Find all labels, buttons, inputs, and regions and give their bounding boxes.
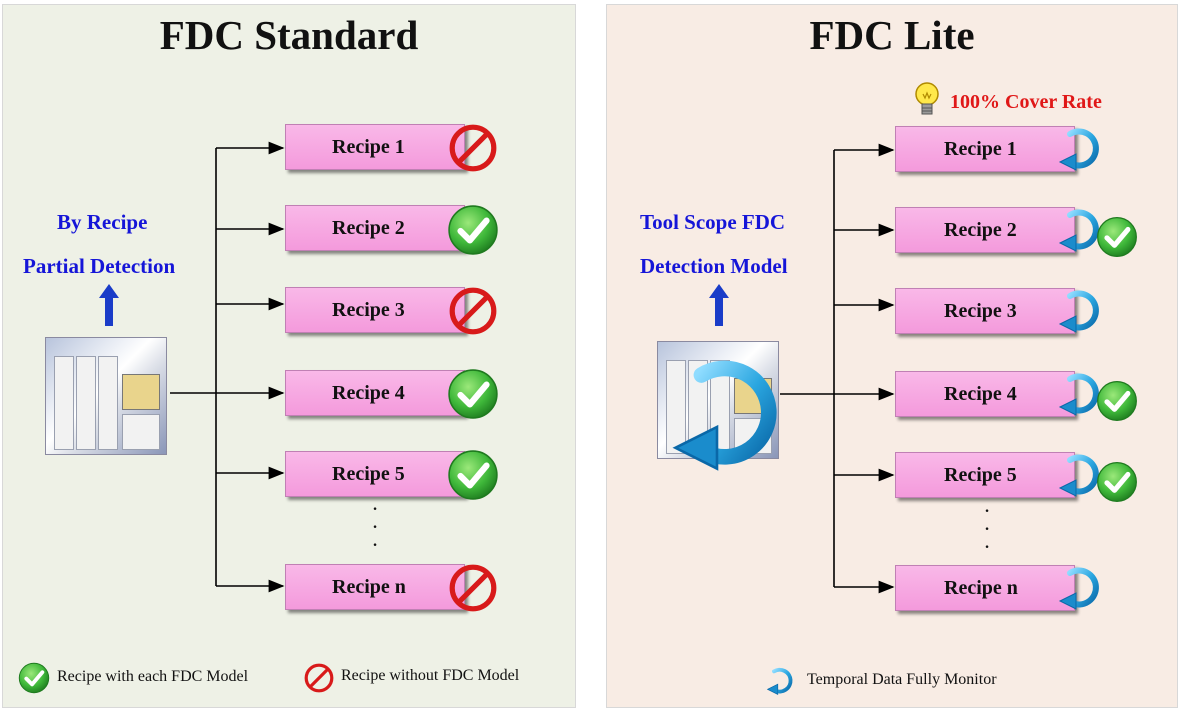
partial-detection-label: Partial Detection bbox=[23, 254, 176, 278]
check-icon bbox=[447, 449, 499, 501]
recipe-box: Recipe 1 bbox=[285, 124, 465, 170]
recipe-box: Recipe 4 bbox=[285, 370, 465, 416]
check-icon bbox=[447, 368, 499, 420]
check-icon bbox=[1096, 380, 1138, 422]
recipe-box: Recipe 1 bbox=[895, 126, 1075, 172]
recipe-box: Recipe 5 bbox=[285, 451, 465, 497]
more-recipes-dots: ··· bbox=[371, 496, 379, 557]
cover-rate-label: 100% Cover Rate bbox=[950, 91, 1102, 113]
prohibit-icon bbox=[447, 562, 499, 614]
recipe-box: Recipe 4 bbox=[895, 371, 1075, 417]
up-arrow-icon bbox=[99, 284, 119, 326]
check-icon bbox=[1096, 461, 1138, 503]
cycle-arrow-icon bbox=[765, 665, 797, 697]
by-recipe-label: By Recipe bbox=[57, 210, 148, 234]
recipe-box: Recipe n bbox=[285, 564, 465, 610]
cycle-arrow-icon bbox=[1056, 286, 1106, 336]
cycle-arrow-icon bbox=[665, 348, 795, 480]
panel-title: FDC Standard bbox=[159, 12, 419, 58]
prohibit-icon bbox=[303, 662, 335, 694]
check-icon bbox=[447, 204, 499, 256]
recipe-box: Recipe 2 bbox=[285, 205, 465, 251]
legend-with-model: Recipe with each FDC Model bbox=[57, 668, 249, 685]
tool-scope-label: Tool Scope FDC bbox=[640, 210, 786, 234]
more-recipes-dots: ··· bbox=[983, 498, 991, 559]
legend-temporal-monitor: Temporal Data Fully Monitor bbox=[807, 671, 997, 688]
up-arrow-icon bbox=[709, 284, 729, 326]
prohibit-icon bbox=[447, 285, 499, 337]
legend-without-model: Recipe without FDC Model bbox=[341, 667, 520, 684]
recipe-box: Recipe 3 bbox=[895, 288, 1075, 334]
recipe-box: Recipe 3 bbox=[285, 287, 465, 333]
recipe-box: Recipe n bbox=[895, 565, 1075, 611]
recipe-box: Recipe 2 bbox=[895, 207, 1075, 253]
panel-title: FDC Lite bbox=[809, 12, 975, 58]
cycle-arrow-icon bbox=[1056, 563, 1106, 613]
check-icon bbox=[18, 662, 50, 694]
check-icon bbox=[1096, 216, 1138, 258]
prohibit-icon bbox=[447, 122, 499, 174]
lightbulb-icon bbox=[915, 82, 939, 115]
detection-model-label: Detection Model bbox=[640, 254, 788, 278]
tool-machine-image bbox=[45, 337, 167, 455]
recipe-box: Recipe 5 bbox=[895, 452, 1075, 498]
cycle-arrow-icon bbox=[1056, 124, 1106, 174]
